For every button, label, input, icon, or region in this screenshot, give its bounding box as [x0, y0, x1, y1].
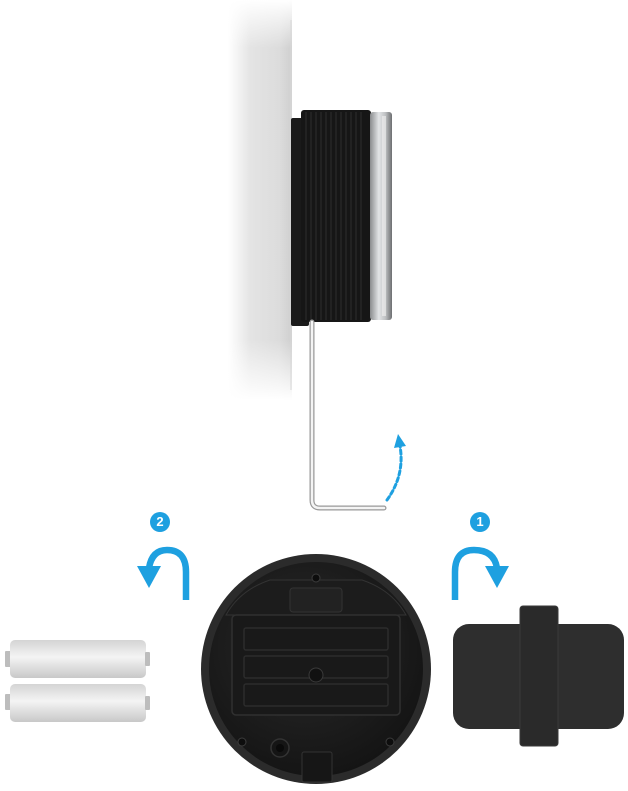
- rotate-arrow-icon: [387, 434, 406, 500]
- lock-device-back-view: [201, 554, 431, 784]
- wall-section: [228, 0, 292, 400]
- hex-key: [312, 322, 384, 508]
- battery-bottom: [5, 684, 150, 722]
- curved-arrow-clockwise-icon: [455, 550, 509, 600]
- step-1-badge: 1: [470, 512, 490, 532]
- batteries: [5, 640, 150, 722]
- battery-top: [5, 640, 150, 678]
- lock-device-side-view: [291, 110, 392, 326]
- battery-cover: [453, 606, 624, 746]
- step-2-badge: 2: [150, 512, 170, 532]
- curved-arrow-counterclockwise-icon: [137, 550, 186, 600]
